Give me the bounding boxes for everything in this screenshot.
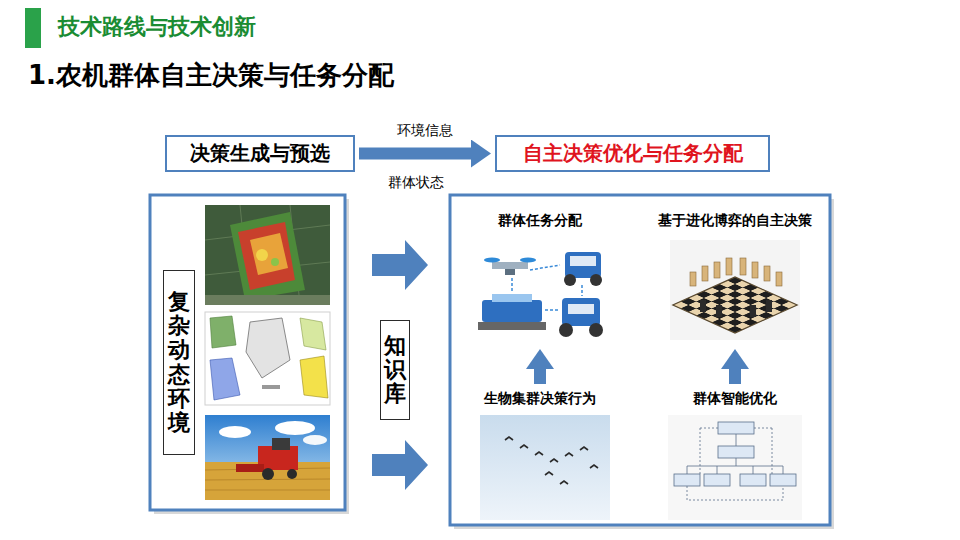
image-caption: 生物集群决策行为 [484, 390, 596, 408]
node-label: 复杂动态环境 [168, 290, 190, 435]
process-box: 决策生成与预选 [165, 135, 355, 172]
soil-maps [205, 312, 330, 405]
image-panel: 生物集群决策行为 [470, 388, 610, 518]
harvester-photo [205, 415, 330, 500]
aerial-map [205, 205, 330, 305]
knowledge-box: 知识库 [380, 320, 410, 420]
decision-panel [450, 195, 830, 525]
chessboard [670, 240, 800, 340]
flow-arrow [729, 369, 741, 384]
image-caption: 群体任务分配 [498, 212, 582, 230]
node-label: 自主决策优化与任务分配 [523, 140, 743, 167]
environment-panel [150, 195, 345, 510]
image-caption: 基于进化博弈的自主决策 [658, 212, 812, 230]
image-caption: 群体智能优化 [693, 390, 777, 408]
bird-flock-photo [480, 415, 610, 520]
arrow-label: 环境信息 [397, 122, 453, 140]
block-arrow [372, 440, 428, 490]
image-panel: 基于进化博弈的自主决策 [640, 210, 830, 345]
node-label: 知识库 [384, 334, 406, 407]
node-label: 决策生成与预选 [190, 140, 330, 167]
robot-fleet [478, 252, 603, 337]
slide-title: 1.农机群体自主决策与任务分配 [28, 58, 394, 93]
section-heading: 技术路线与技术创新 [58, 12, 256, 42]
flow-arrow [534, 369, 546, 384]
image-panel: 群体智能优化 [660, 388, 810, 518]
flow-arrow [359, 148, 471, 160]
header-bar [25, 8, 41, 48]
environment-box: 复杂动态环境 [163, 270, 195, 455]
optimization-flowchart [668, 415, 802, 520]
block-arrow [372, 240, 428, 290]
image-panel: 群体任务分配 [470, 210, 610, 345]
arrow-label: 群体状态 [388, 174, 444, 192]
goal-box: 自主决策优化与任务分配 [495, 135, 770, 172]
